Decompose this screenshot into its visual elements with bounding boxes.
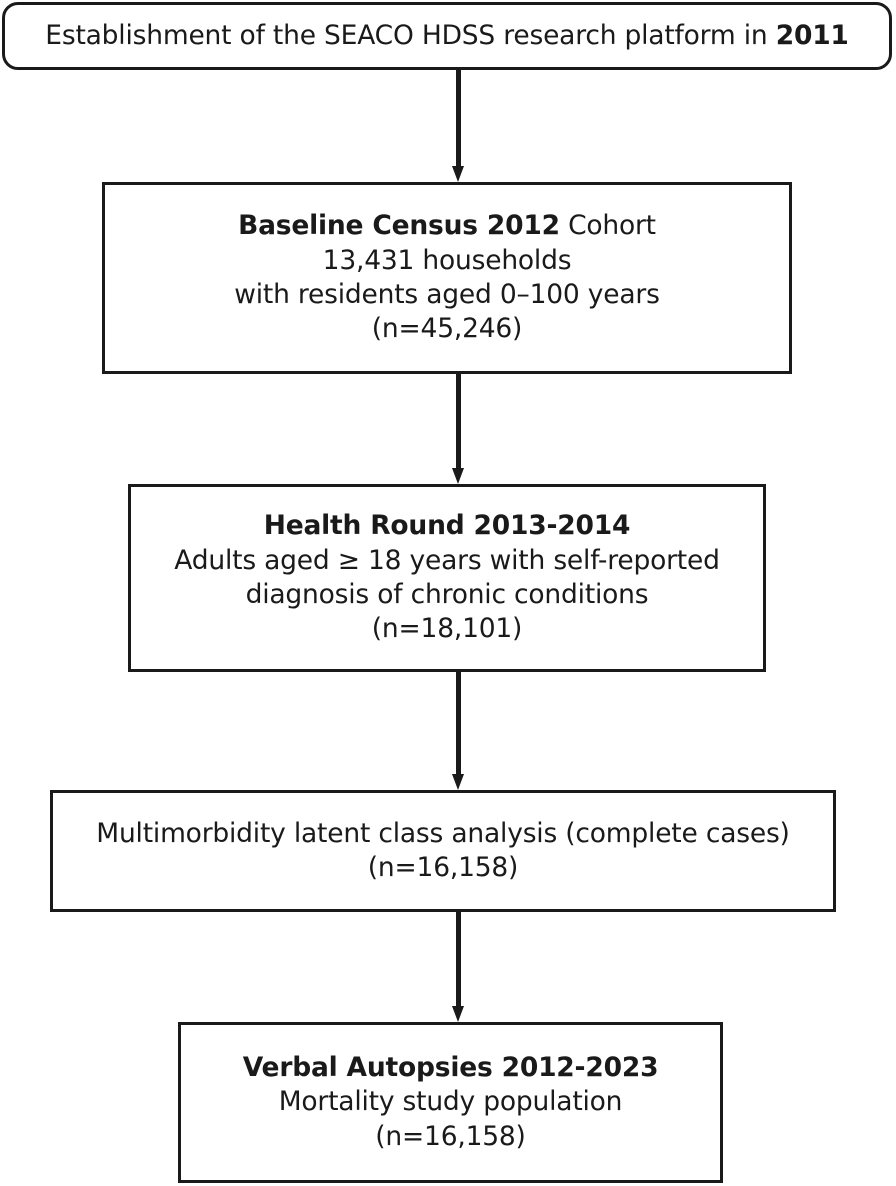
node-establishment-year: 2011 bbox=[775, 19, 849, 51]
node-lca-line-2: (n=16,158) bbox=[367, 852, 519, 883]
arrow-head-down-icon bbox=[452, 1006, 464, 1022]
arrow-health-round-to-lca bbox=[452, 672, 465, 790]
arrow-shaft bbox=[456, 672, 461, 774]
arrow-head-down-icon bbox=[452, 774, 464, 790]
node-health-round-line-2: Adults aged ≥ 18 years with self-reporte… bbox=[174, 544, 720, 576]
node-health-round: Health Round 2013-2014 Adults aged ≥ 18 … bbox=[128, 484, 766, 672]
node-baseline-line-1: Baseline Census 2012 Cohort bbox=[238, 209, 656, 243]
node-establishment: Establishment of the SEACO HDSS research… bbox=[2, 2, 892, 70]
node-verbal-autopsies-line-2: Mortality study population bbox=[278, 1086, 623, 1118]
node-baseline-line-4: (n=45,246) bbox=[371, 313, 523, 345]
node-baseline-title: Baseline Census 2012 bbox=[238, 210, 560, 242]
arrow-baseline-to-health-round bbox=[452, 374, 465, 484]
arrow-lca-to-verbal-autopsies bbox=[452, 912, 465, 1022]
node-baseline-line-2: 13,431 households bbox=[322, 244, 572, 276]
arrow-shaft bbox=[456, 912, 461, 1006]
node-establishment-line-1: Establishment of the SEACO HDSS research… bbox=[45, 19, 849, 53]
node-baseline-title-suffix: Cohort bbox=[559, 210, 656, 242]
node-verbal-autopsies-line-1: Verbal Autopsies 2012-2023 bbox=[242, 1051, 659, 1083]
node-health-round-line-3: diagnosis of chronic conditions bbox=[245, 579, 649, 610]
node-health-round-line-1: Health Round 2013-2014 bbox=[263, 510, 631, 542]
node-verbal-autopsies-line-3: (n=16,158) bbox=[375, 1120, 526, 1152]
node-verbal-autopsies: Verbal Autopsies 2012-2023 Mortality stu… bbox=[178, 1022, 723, 1183]
node-baseline-census: Baseline Census 2012 Cohort 13,431 house… bbox=[102, 182, 792, 374]
node-baseline-line-3: with residents aged 0–100 years bbox=[234, 279, 660, 310]
arrow-shaft bbox=[456, 374, 461, 468]
arrow-shaft bbox=[456, 70, 461, 166]
node-lca-line-1: Multimorbidity latent class analysis (co… bbox=[96, 817, 790, 849]
node-establishment-text: Establishment of the SEACO HDSS research… bbox=[45, 19, 776, 51]
arrow-establishment-to-baseline bbox=[452, 70, 465, 182]
node-latent-class-analysis: Multimorbidity latent class analysis (co… bbox=[50, 790, 836, 912]
arrow-head-down-icon bbox=[452, 166, 464, 182]
arrow-head-down-icon bbox=[452, 468, 464, 484]
node-health-round-line-4: (n=18,101) bbox=[371, 613, 523, 645]
